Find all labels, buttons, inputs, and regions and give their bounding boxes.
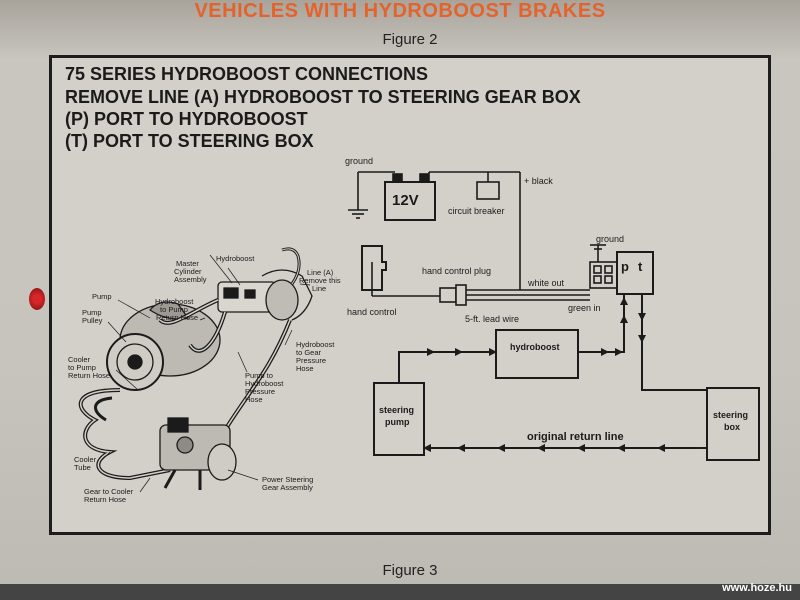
label-cooler-ret-1: Cooler — [68, 355, 91, 364]
steering-gear-assembly — [159, 417, 237, 490]
label-hb-gear-2: to Gear — [296, 348, 322, 357]
cooler-tube — [78, 388, 171, 481]
label-white-out: white out — [527, 278, 565, 288]
label-steering-pump-1: steering — [379, 405, 414, 415]
control-valve-box — [616, 251, 654, 295]
label-pump-hb-2: Hydroboost — [245, 379, 284, 388]
figure-3-label: Figure 3 — [382, 562, 438, 579]
engine-illustration — [78, 247, 313, 493]
page-header-title: VEHICLES WITH HYDROBOOST BRAKES — [194, 0, 606, 22]
steering-pump-box — [373, 382, 425, 456]
label-original-return: original return line — [527, 431, 624, 443]
label-cooler-ret-2: to Pump — [68, 363, 96, 372]
label-gear-cooler-2: Return Hose — [84, 495, 126, 504]
label-plus-black: + black — [524, 176, 553, 186]
label-cooler-ret-3: Return Hose — [68, 371, 110, 380]
heading-line-1: 75 SERIES HYDROBOOST CONNECTIONS — [65, 64, 429, 84]
hand-control-plug — [439, 287, 457, 303]
label-line-a-3: Line — [312, 284, 326, 293]
label-pump-hb-4: Hose — [245, 395, 263, 404]
label-master-cyl-2: Cylinder — [174, 267, 202, 276]
label-steering-box-1: steering — [713, 410, 748, 420]
label-line-a-2: Remove this — [299, 276, 341, 285]
line-t-to-steering-box — [641, 294, 707, 391]
label-battery: 12V — [392, 192, 419, 209]
wiring-schematic — [348, 171, 760, 461]
hydroboost-body — [265, 279, 299, 321]
label-pump-hb-1: Pump to — [245, 371, 273, 380]
circuit-breaker-box — [476, 181, 500, 200]
label-master-cyl-1: Master — [176, 259, 199, 268]
label-ground-top: ground — [345, 156, 373, 166]
label-hand-control: hand control — [347, 307, 397, 317]
label-ground-right: ground — [596, 234, 624, 244]
label-hb-gear-4: Hose — [296, 364, 314, 373]
label-cooler-tube-1: Cooler — [74, 455, 97, 464]
figure-2-label: Figure 2 — [382, 31, 438, 48]
label-gear-cooler-1: Gear to Cooler — [84, 487, 134, 496]
label-psg-1: Power Steering — [262, 475, 313, 484]
label-hydroboost: Hydroboost — [216, 254, 255, 263]
heading-line-3: (P) PORT TO HYDROBOOST — [65, 109, 308, 129]
label-master-cyl-3: Assembly — [174, 275, 207, 284]
label-steering-pump-2: pump — [385, 417, 410, 427]
label-lead-wire: 5-ft. lead wire — [465, 314, 519, 324]
watermark: www.hoze.hu — [722, 582, 792, 594]
binder-hole — [29, 288, 45, 310]
label-valve-p: p — [621, 259, 629, 274]
label-hb-gear-3: Pressure — [296, 356, 326, 365]
label-circuit-breaker: circuit breaker — [448, 206, 505, 216]
label-psg-2: Gear Assembly — [262, 483, 313, 492]
label-cooler-tube-2: Tube — [74, 463, 91, 472]
label-pump: Pump — [92, 292, 112, 301]
label-hb-pump-ret-2: to Pump — [160, 305, 188, 314]
label-pump-pulley-2: Pulley — [82, 316, 103, 325]
label-valve-t: t — [638, 259, 643, 274]
label-hydroboost: hydroboost — [510, 342, 560, 352]
label-line-a-1: Line (A) — [307, 268, 334, 277]
line-pump-to-hydroboost — [398, 351, 496, 383]
heading-line-2: REMOVE LINE (A) HYDROBOOST TO STEERING G… — [65, 87, 581, 107]
steering-box — [706, 387, 760, 461]
heading-line-4: (T) PORT TO STEERING BOX — [65, 131, 314, 151]
label-hb-pump-ret-3: Return Hose — [156, 313, 198, 322]
label-hb-gear-1: Hydroboost — [296, 340, 335, 349]
hydroboost-box — [495, 329, 579, 379]
battery-box — [384, 181, 436, 221]
label-hand-control-plug: hand control plug — [422, 266, 491, 276]
label-hb-pump-ret-1: Hydroboost — [155, 297, 194, 306]
hand-control-box — [361, 245, 387, 291]
label-steering-box-2: box — [724, 422, 740, 432]
label-pump-hb-3: Pressure — [245, 387, 275, 396]
bottom-strip — [0, 584, 800, 600]
label-green-in: green in — [568, 303, 601, 313]
label-pump-pulley-1: Pump — [82, 308, 102, 317]
